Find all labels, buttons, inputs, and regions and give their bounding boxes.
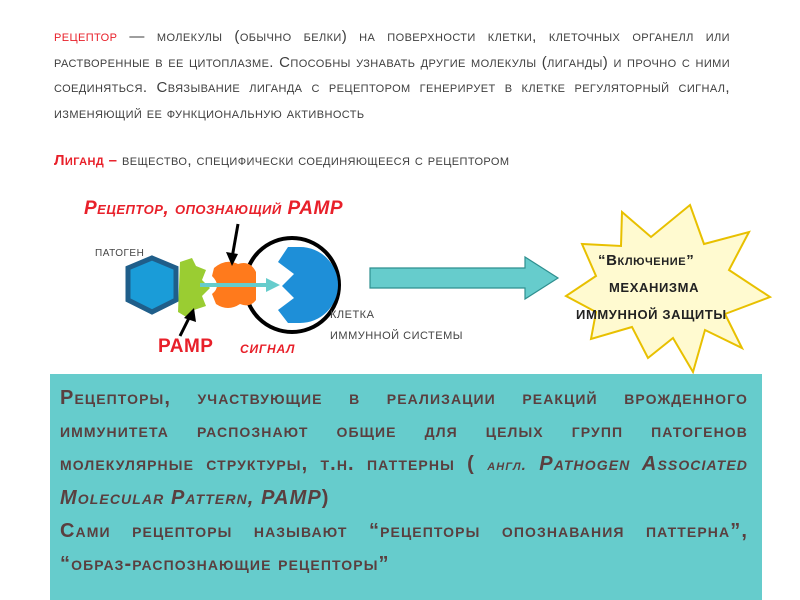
info-p1-paren-close: ) [321, 487, 330, 509]
ligand-definition: Лиганд – вещество, специфически соединяю… [54, 150, 754, 172]
info-p1-note-small: англ. [487, 457, 527, 474]
receptor-pointer-arrow [230, 223, 240, 259]
receptor-definition: рецептор — молекулы (обычно белки) на по… [54, 24, 730, 126]
ligand-text: вещество, специфически соединяющееся с р… [117, 152, 510, 169]
receptor-pamp-label: Рецептор, опознающий PAMP [84, 198, 344, 219]
info-p1-main: Рецепторы, участвующие в реализации реак… [60, 387, 748, 475]
cell-label-line1: КЛЕТКА [330, 309, 375, 321]
definition-text: молекулы (обычно белки) на поверхности к… [54, 28, 730, 122]
activation-label-line3: ИММУННОЙ ЗАЩИТЫ [576, 307, 727, 322]
activation-label-line1: “Включение” [598, 252, 695, 269]
signal-arrowhead [266, 278, 280, 292]
pathogen [125, 255, 179, 315]
pamp-molecule [178, 258, 210, 318]
activation-arrow [369, 255, 560, 301]
info-paragraph-1: Рецепторы, участвующие в реализации реак… [60, 382, 748, 515]
signal-label: СИГНАЛ [240, 342, 296, 356]
pathogen-label: ПАТОГЕН [95, 248, 145, 259]
pamp-label: PAMP [158, 336, 214, 357]
receptor-term: рецептор [54, 28, 118, 45]
cell-label-line2: ИММУННОЙ СИСТЕМЫ [330, 330, 464, 342]
ligand-term: Лиганд – [54, 152, 118, 169]
activation-label-line2: МЕХАНИЗМА [609, 280, 700, 295]
cell-core [278, 247, 338, 323]
pamp-pointer-arrowhead [184, 308, 196, 322]
activation-starburst [564, 203, 773, 375]
info-p1-paren-open: ( [454, 453, 488, 475]
info-paragraph-2: Сами рецепторы называют “рецепторы опозн… [60, 520, 748, 575]
definition-dash: — [117, 28, 157, 45]
innate-immunity-info-box: Рецепторы, участвующие в реализации реак… [50, 374, 762, 600]
info-p1-note: Pathogen Associated Molecular Pattern, P… [60, 453, 748, 509]
receptor-pointer-arrowhead [226, 252, 238, 266]
